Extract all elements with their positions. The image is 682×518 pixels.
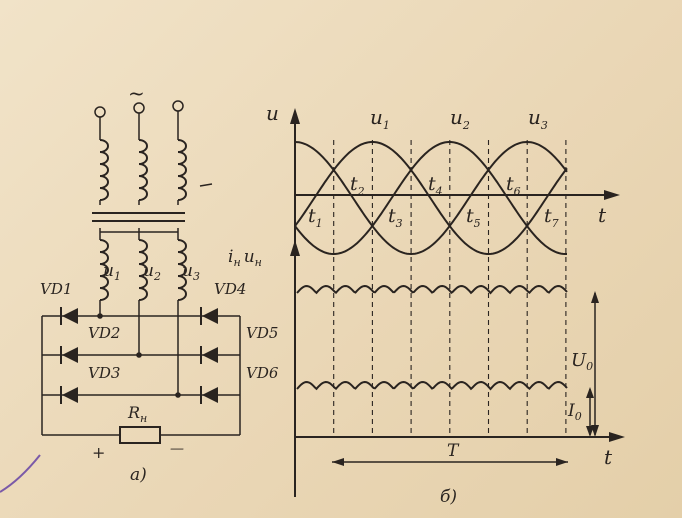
- winding-label-u2: u2: [143, 261, 161, 283]
- time-label-t3: t3: [388, 205, 403, 230]
- caption-b: б): [440, 487, 457, 507]
- label-vd2: VD2: [88, 324, 120, 342]
- rectified-voltage-ripple: [296, 284, 568, 295]
- load-resistor: [119, 426, 161, 444]
- u0-label: U0: [571, 350, 593, 373]
- phase-curve-u2: [294, 141, 568, 255]
- phase-label-u1: u1: [370, 105, 390, 132]
- diode-vd5: [200, 346, 218, 364]
- winding-label-u3: u3: [182, 261, 200, 283]
- caption-a: а): [130, 465, 147, 485]
- label-vd3: VD3: [88, 364, 120, 382]
- diode-vd4: [200, 307, 218, 325]
- phase-curve-u3: [294, 141, 567, 255]
- diode-vd1: [60, 307, 78, 325]
- top-y-axis-label: u: [266, 101, 279, 125]
- time-label-t1: t1: [308, 205, 323, 230]
- bottom-axes: [290, 240, 625, 497]
- time-label-t4: t4: [428, 173, 443, 198]
- label-vd5: VD5: [246, 324, 278, 342]
- diode-vd6: [200, 386, 218, 404]
- polarity-minus: —: [170, 441, 184, 457]
- polarity-plus: +: [92, 443, 105, 462]
- three-phase-bridge-circuit: ~: [0, 81, 279, 493]
- ac-source-symbol: ~: [128, 81, 145, 105]
- rectified-current-ripple: [296, 380, 568, 391]
- transformer-core: [92, 183, 213, 222]
- primary-windings: [99, 139, 187, 205]
- primary-terminals: [94, 100, 184, 140]
- phase-label-u3: u3: [528, 105, 548, 132]
- winding-label-u1: u1: [103, 261, 121, 283]
- time-label-t2: t2: [350, 173, 365, 198]
- i0-dimension: [586, 387, 594, 437]
- period-label: T: [447, 441, 460, 461]
- period-dimension: [332, 458, 568, 466]
- diode-vd3: [60, 386, 78, 404]
- label-vd4: VD4: [214, 280, 246, 298]
- top-axes: [290, 108, 620, 265]
- time-label-t6: t6: [506, 173, 521, 198]
- phase-curve-u1: [294, 140, 568, 256]
- phase-label-u2: u2: [450, 105, 470, 132]
- top-x-axis-label: t: [598, 203, 607, 227]
- label-vd1: VD1: [40, 280, 72, 298]
- label-vd6: VD6: [246, 364, 279, 382]
- i0-label: I0: [567, 401, 582, 423]
- time-label-t7: t7: [544, 205, 559, 230]
- load-label: Rн: [127, 403, 147, 425]
- time-label-t5: t5: [466, 205, 481, 230]
- diode-vd2: [60, 346, 78, 364]
- bottom-x-axis-label: t: [604, 445, 613, 469]
